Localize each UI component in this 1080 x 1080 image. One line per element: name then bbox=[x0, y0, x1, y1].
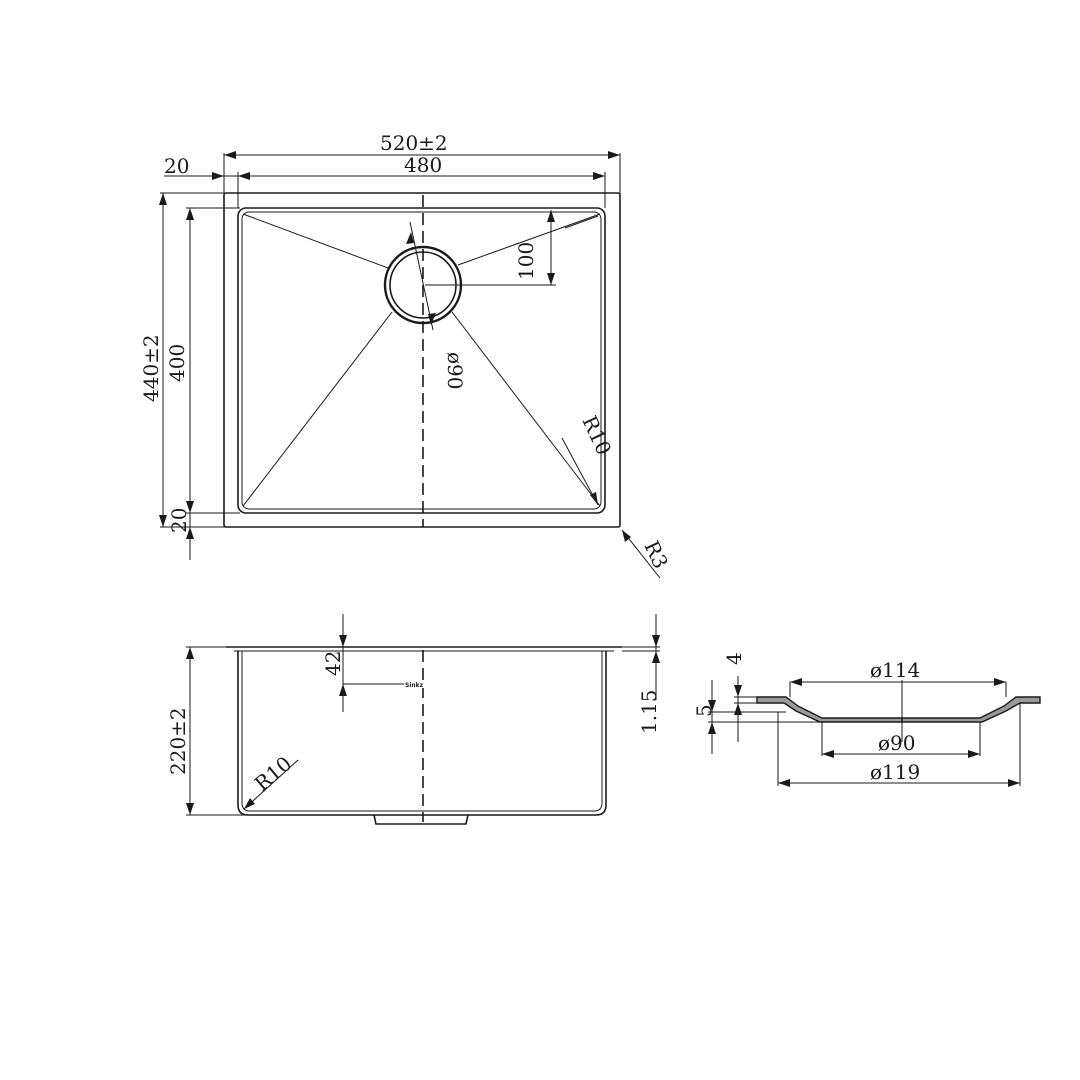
step-height-label: 5 bbox=[692, 704, 716, 717]
slope-line-tl bbox=[242, 213, 389, 269]
inner-depth-label: 400 bbox=[165, 344, 189, 382]
outer-flange-outline bbox=[223, 192, 621, 528]
front-drain-outlet bbox=[373, 814, 469, 825]
overall-width-label: 520±2 bbox=[380, 131, 448, 155]
brand-mark: Sinkz bbox=[405, 682, 424, 689]
drain-depth-label: 42 bbox=[321, 651, 345, 676]
slope-line-br bbox=[451, 311, 601, 507]
top-dia-arrow-right bbox=[994, 678, 1006, 686]
inner-bowl-outline bbox=[237, 207, 606, 514]
inner-width-arrow-left bbox=[238, 172, 250, 180]
top-view: ø90 100 R10 R3 520±2 480 20 bbox=[139, 131, 673, 579]
drain-offset-tick bbox=[564, 215, 599, 229]
inner-dia-arrow-left bbox=[822, 750, 834, 758]
flange-bottom-arrow bbox=[186, 527, 194, 539]
front-radius-arrow bbox=[244, 798, 255, 809]
inner-dia-arrow-right bbox=[968, 750, 980, 758]
drain-profile-left bbox=[756, 696, 903, 723]
flange-height-label: 4 bbox=[722, 652, 746, 665]
outer-diameter-label: ø119 bbox=[870, 760, 920, 784]
thickness-label: 1.15 bbox=[637, 689, 661, 734]
outer-dia-arrow-left bbox=[778, 779, 790, 787]
inner-radius-leader bbox=[561, 437, 599, 506]
inner-depth-arrow-top bbox=[186, 208, 194, 220]
inner-radius-arrow bbox=[590, 492, 598, 505]
slope-line-tr bbox=[457, 213, 601, 266]
inner-diameter-label: ø90 bbox=[878, 731, 916, 755]
inner-bowl-outline-2 bbox=[241, 211, 602, 510]
slope-line-bl bbox=[242, 311, 393, 507]
drain-depth-arrow-bottom bbox=[339, 684, 347, 696]
flange-arrow-left bbox=[212, 172, 224, 180]
drain-dia-arrow-top bbox=[406, 232, 414, 244]
outer-dia-arrow-right bbox=[1008, 779, 1020, 787]
drain-dia-leader bbox=[409, 221, 434, 331]
flange-h-arrow-bottom bbox=[734, 703, 742, 715]
inner-width-label: 480 bbox=[404, 153, 442, 177]
overall-depth-arrow-top bbox=[159, 193, 167, 205]
overall-width-arrow-right bbox=[608, 151, 620, 159]
flange-bottom-label: 20 bbox=[167, 508, 191, 533]
drain-diameter-label: ø90 bbox=[443, 352, 467, 390]
front-radius-leader bbox=[243, 759, 299, 810]
height-arrow-top bbox=[186, 647, 194, 659]
drain-offset-arrow-bottom bbox=[547, 273, 555, 285]
drain-depth-arrow-top bbox=[339, 635, 347, 647]
overall-depth-label: 440±2 bbox=[139, 334, 163, 402]
step-h-arrow-bottom bbox=[708, 722, 716, 734]
flange-left-label: 20 bbox=[164, 154, 189, 178]
overall-depth-arrow-bottom bbox=[159, 515, 167, 527]
inner-radius-label: R10 bbox=[577, 412, 616, 459]
overall-width-arrow-left bbox=[224, 151, 236, 159]
brand-badge bbox=[404, 680, 442, 688]
drain-dia-arrow-bottom bbox=[428, 313, 436, 325]
top-dia-arrow-left bbox=[790, 678, 802, 686]
thickness-arrow-top bbox=[652, 635, 660, 647]
front-bowl-outline bbox=[237, 651, 607, 816]
step-h-arrow-top bbox=[708, 700, 716, 712]
inner-depth-arrow-bottom bbox=[186, 501, 194, 513]
drain-offset-label: 100 bbox=[514, 242, 538, 280]
drain-profile-right bbox=[901, 696, 1041, 723]
thickness-arrow-bottom bbox=[652, 651, 660, 663]
top-diameter-label: ø114 bbox=[870, 658, 920, 682]
drain-offset-arrow-top bbox=[547, 210, 555, 222]
front-radius-label: R10 bbox=[250, 751, 296, 795]
flange-h-arrow-top bbox=[734, 685, 742, 697]
height-label: 220±2 bbox=[166, 707, 190, 775]
drain-detail: ø114 ø90 ø119 4 5 bbox=[692, 652, 1041, 787]
front-view: Sinkz 42 220±2 R10 1.15 bbox=[166, 614, 661, 825]
outer-radius-label: R3 bbox=[639, 537, 672, 572]
height-arrow-bottom bbox=[186, 803, 194, 815]
front-bowl-outline-2 bbox=[241, 651, 603, 812]
inner-width-arrow-right bbox=[593, 172, 605, 180]
outer-radius-arrow bbox=[622, 530, 631, 542]
